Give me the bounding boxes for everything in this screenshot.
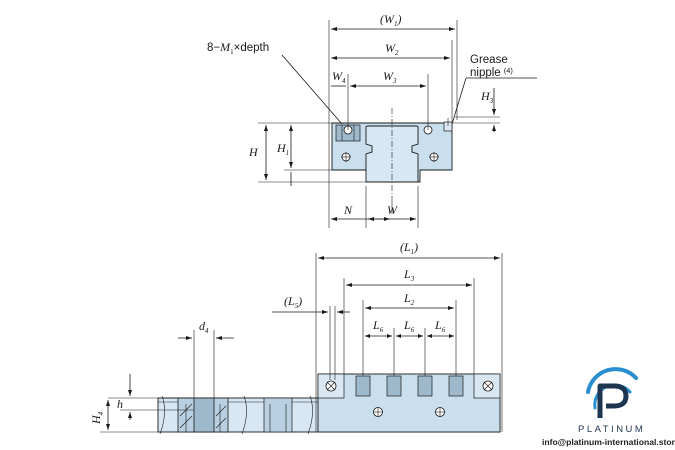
label-l6-first: L6 xyxy=(372,318,384,334)
dimension-labels: (W1) W2 W3 W4 8−M1×depth Grease nipple(4… xyxy=(89,12,513,425)
label-h: H xyxy=(248,145,259,159)
carriage-side xyxy=(317,373,501,433)
label-w1: (W1) xyxy=(380,12,402,28)
label-w3: W3 xyxy=(383,69,397,85)
label-l3: L3 xyxy=(403,267,415,283)
label-w: W xyxy=(387,203,398,217)
label-l6-second: L6 xyxy=(403,318,415,334)
label-h-small: h xyxy=(117,397,123,411)
logo-arc-outer xyxy=(586,367,638,394)
side-view xyxy=(100,253,503,435)
logo-p-mark xyxy=(597,383,629,418)
label-n: N xyxy=(343,203,353,217)
label-l6-third: L6 xyxy=(434,318,446,334)
label-h1: H1 xyxy=(276,141,289,157)
brand-email: info@platinum-international.store xyxy=(542,437,675,447)
tapped-holes xyxy=(355,375,464,397)
brand-name: PLATINUM xyxy=(578,424,645,435)
label-d4: d4 xyxy=(199,319,209,335)
label-grease: Grease xyxy=(470,54,508,66)
label-w4: W4 xyxy=(332,69,346,85)
front-view xyxy=(258,20,537,228)
label-w2: W2 xyxy=(385,41,399,57)
label-l1: (L1) xyxy=(400,240,418,256)
label-mounting-holes: 8−M1×depth xyxy=(207,40,269,56)
label-l2: L2 xyxy=(403,291,415,307)
label-h3: H3 xyxy=(480,89,494,105)
label-l5: (L5) xyxy=(284,294,302,310)
label-nipple: nipple(4) xyxy=(470,66,513,79)
platinum-logo: PLATINUM info@platinum-international.sto… xyxy=(542,367,675,447)
label-h4: H4 xyxy=(89,411,105,425)
